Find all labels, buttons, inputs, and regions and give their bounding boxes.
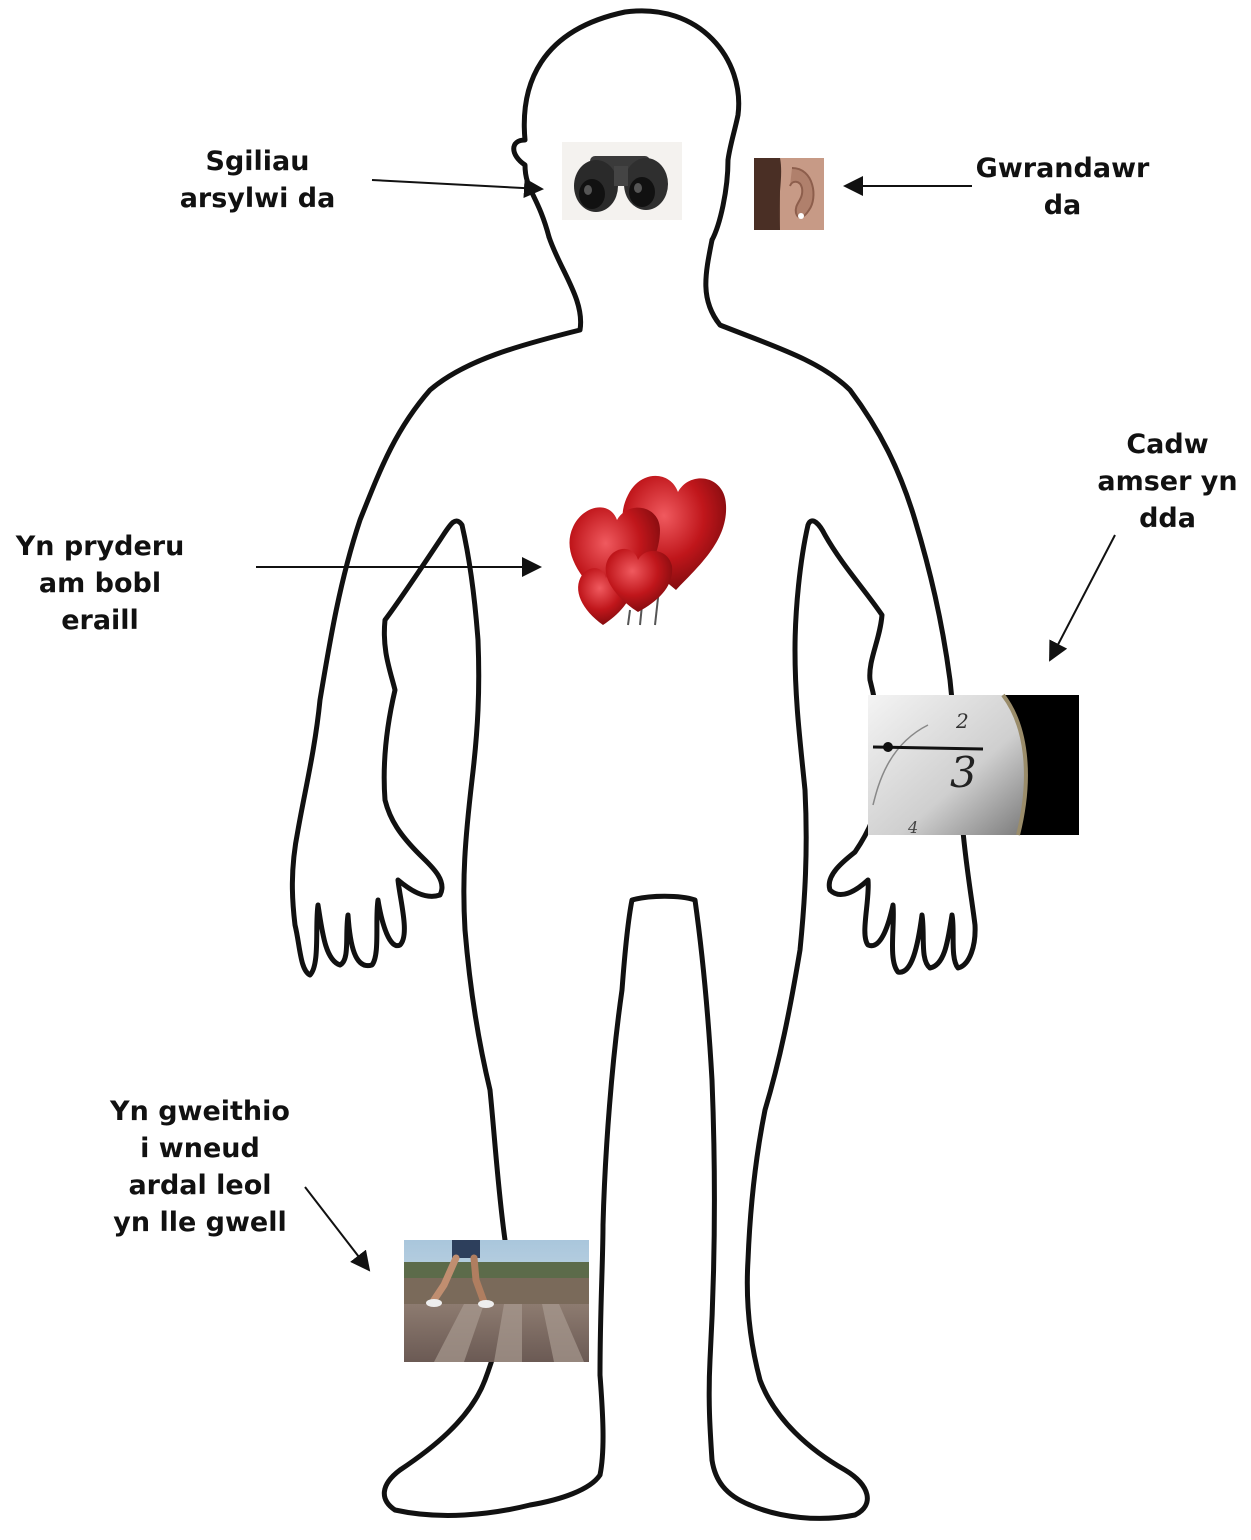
inner-leg-outline: [600, 896, 714, 1460]
label-line: Cadw: [1070, 426, 1251, 463]
label-line: Sgiliau: [150, 143, 365, 180]
label-line: arsylwi da: [150, 180, 365, 217]
label-line: eraill: [0, 602, 200, 639]
svg-text:4: 4: [907, 818, 918, 837]
label-line: ardal leol: [85, 1167, 315, 1204]
binoculars-icon: [562, 142, 682, 220]
label-community-work: Yn gweithio i wneud ardal leol yn lle gw…: [85, 1093, 315, 1241]
heart-balloons-icon: [569, 476, 726, 625]
label-line: i wneud: [85, 1130, 315, 1167]
label-line: Yn pryderu: [0, 528, 200, 565]
arrow-observation: [372, 180, 542, 189]
arrow-timekeeping: [1050, 535, 1115, 660]
label-line: Yn gweithio: [85, 1093, 315, 1130]
ear-icon: [754, 158, 824, 230]
label-line: am bobl: [0, 565, 200, 602]
svg-text:3: 3: [950, 748, 977, 797]
label-line: Gwrandawr: [955, 150, 1170, 187]
label-observation-skills: Sgiliau arsylwi da: [150, 143, 365, 217]
label-timekeeping: Cadw amser yn dda: [1070, 426, 1251, 537]
label-line: yn lle gwell: [85, 1204, 315, 1241]
label-line: da: [955, 187, 1170, 224]
running-legs-icon: [404, 1240, 589, 1362]
svg-text:2: 2: [955, 709, 969, 733]
label-caring: Yn pryderu am bobl eraill: [0, 528, 200, 639]
right-side-outline: [706, 240, 975, 1518]
label-line: amser yn: [1070, 463, 1251, 500]
clock-face-icon: 2 3 4: [868, 695, 1079, 837]
label-good-listener: Gwrandawr da: [955, 150, 1170, 224]
label-line: dda: [1070, 500, 1251, 537]
